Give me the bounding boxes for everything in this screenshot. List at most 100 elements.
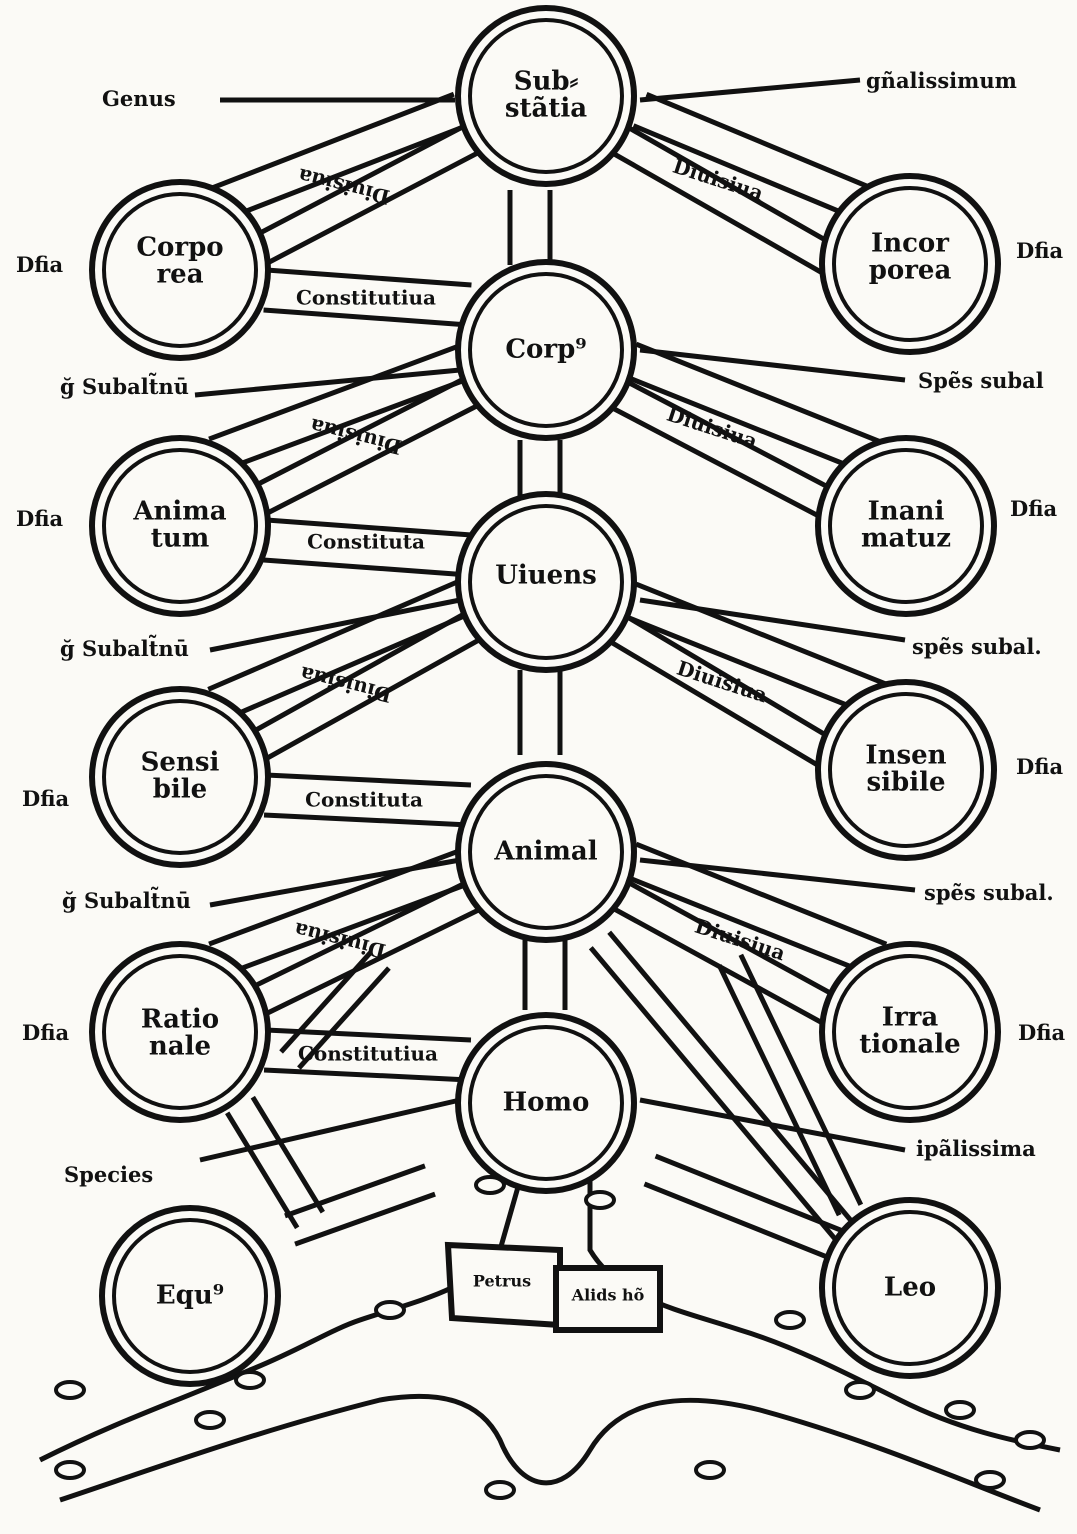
band-constitutiva-3: [263, 772, 472, 828]
label-dfia-rationale: Dfia: [22, 1020, 70, 1045]
node-homo: Homo: [502, 1087, 590, 1118]
label-constitutiva-1: Constitutiua: [295, 285, 437, 310]
circle-animatum: [89, 435, 271, 617]
band-homo-leo: [643, 1153, 857, 1267]
root-stub-6: [774, 1310, 806, 1330]
band-divisiva-r3: [622, 581, 888, 719]
circle-vivens: [455, 491, 637, 673]
scroll-label-petrus: Petrus: [472, 1271, 532, 1291]
circle-homo: [455, 1012, 637, 1194]
circle-sensibile: [89, 686, 271, 868]
node-vivens: Uiuens: [495, 560, 597, 591]
node-substantia: Sub⸗ stãtia: [504, 66, 588, 124]
band-rationale-equus: [225, 1095, 325, 1230]
band-animal-leo-2: [716, 953, 864, 1217]
label-dfia-sensibile: Dfia: [22, 786, 70, 811]
pointer-species-subalterna-3: [639, 857, 916, 893]
circle-inanimatum: [815, 435, 997, 617]
circle-corpus: [455, 259, 637, 441]
band-divisiva-l2b: [252, 374, 483, 516]
label-dfia-incorporea: Dfia: [1016, 238, 1064, 263]
label-genus-subalternum-3: ğ Subalt̃nū: [62, 888, 191, 913]
root-stub-2: [234, 1370, 266, 1390]
pointer-genus-subalternum-2: [209, 597, 461, 653]
band-trunk-1: [507, 190, 553, 265]
node-incorporea: Incor porea: [868, 228, 952, 286]
root-stub-5: [584, 1190, 616, 1210]
band-divisiva-l4: [208, 846, 477, 979]
label-genus: Genus: [102, 86, 176, 111]
band-constitutiva-2: [263, 517, 472, 578]
node-insensibile: Insen sibile: [865, 740, 947, 798]
label-species-subalterna-3: spẽs subal.: [924, 880, 1054, 905]
label-genus-subalternum-1: ğ Subalt̃nū: [60, 374, 189, 399]
pointer-specialissima: [639, 1097, 906, 1153]
band-divisiva-l4b: [252, 879, 483, 1016]
pointer-genus-subalternum-3: [209, 857, 461, 908]
band-divisiva-l3: [207, 577, 478, 723]
band-divisiva-l2: [208, 341, 477, 474]
node-irrationale: Irra tionale: [859, 1002, 961, 1060]
label-dfia-insensibile: Dfia: [1016, 754, 1064, 779]
band-divisiva-r4: [622, 841, 888, 979]
pointer-species: [199, 1097, 461, 1163]
band-layer: [194, 77, 916, 1267]
circle-irrationale: [819, 941, 1001, 1123]
circle-incorporea: [819, 173, 1001, 355]
band-divisiva-r2: [622, 341, 888, 479]
label-genus-subalternum-2: ğ Subalt̃nū: [60, 636, 189, 661]
root-stub-1: [194, 1410, 226, 1430]
node-leo: Leo: [883, 1272, 937, 1303]
root-stub-11: [54, 1460, 86, 1480]
pointer-species-subalterna-2: [639, 597, 906, 643]
root-layer: [38, 1175, 1061, 1513]
scroll-right: [553, 1265, 663, 1333]
circle-rationale: [89, 941, 271, 1123]
pointer-species-subalterna-1: [639, 347, 906, 383]
root-stub-9: [1014, 1430, 1046, 1450]
circle-substantia: [455, 5, 637, 187]
band-divisiva-r2b: [611, 379, 839, 521]
band-trunk-2: [517, 440, 563, 500]
circle-leo: [819, 1197, 1001, 1379]
root-stub-0: [54, 1380, 86, 1400]
band-divisiva-l1b: [251, 124, 479, 266]
pointer-genus-subalternum-1: [194, 367, 461, 398]
label-dfia-irrationale: Dfia: [1018, 1020, 1066, 1045]
node-corpus: Corp⁹: [505, 334, 587, 365]
band-homo-equus: [284, 1163, 436, 1247]
node-sensibile: Sensi bile: [140, 747, 220, 805]
root-stub-7: [844, 1380, 876, 1400]
circle-animal: [455, 761, 637, 943]
label-constitutiva-3: Constituta: [305, 787, 423, 812]
label-constitutiva-2: Constituta: [307, 529, 425, 554]
root-stub-8: [944, 1400, 976, 1420]
band-divisiva-r4b: [611, 879, 839, 1026]
label-species: Species: [64, 1162, 154, 1187]
label-species-subalterna-2: spẽs subal.: [912, 634, 1042, 659]
label-species-subalterna-1: Spẽs subal: [918, 368, 1044, 393]
node-equus: Equ⁹: [155, 1280, 225, 1311]
band-divisiva-l1: [207, 91, 468, 224]
node-corporea: Corpo rea: [136, 232, 224, 290]
label-dfia-inanimatum: Dfia: [1010, 496, 1058, 521]
root-stub-10: [694, 1460, 726, 1480]
root-stub-3: [374, 1300, 406, 1320]
label-dfia-animatum: Dfia: [16, 506, 64, 531]
node-animatum: Anima tum: [133, 496, 227, 554]
circle-corporea: [89, 179, 271, 361]
circle-insensibile: [815, 679, 997, 861]
node-inanimatum: Inani matuz: [860, 496, 952, 554]
band-divisiva-l3b: [251, 609, 484, 761]
band-divisiva-r3b: [611, 614, 839, 771]
root-stub-4: [474, 1175, 506, 1195]
node-rationale: Ratio nale: [140, 1004, 220, 1062]
circle-equus: [99, 1205, 281, 1387]
band-divisiva-r1b: [611, 124, 839, 276]
scroll-label-alids: Alids hõ: [571, 1285, 645, 1305]
band-trunk-4: [522, 935, 568, 1010]
node-layer: [89, 5, 1001, 1387]
label-constitutiva-4: Constitutiua: [297, 1041, 439, 1066]
pointer-generalissimum: [639, 77, 861, 103]
